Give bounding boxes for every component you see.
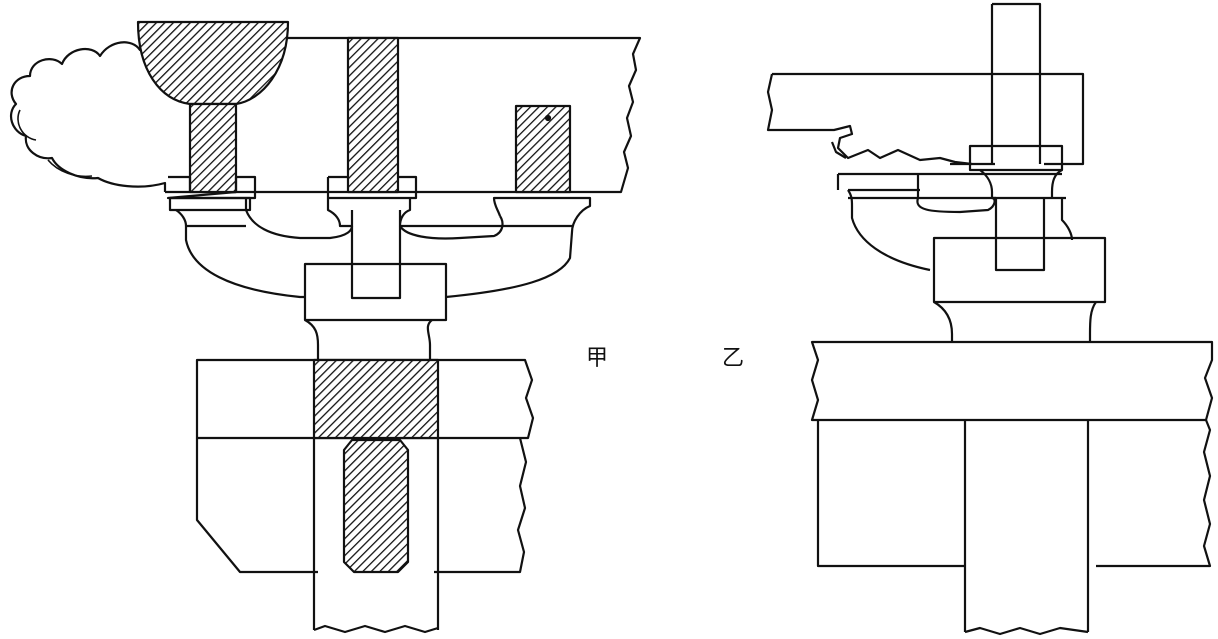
top-beam bbox=[140, 36, 642, 194]
cloud-ornament bbox=[9, 41, 167, 192]
round-member bbox=[136, 20, 290, 106]
main-beam-yi bbox=[810, 340, 1214, 422]
lower-bearing-block bbox=[303, 262, 448, 322]
right-block bbox=[514, 104, 572, 194]
upper-beam bbox=[772, 72, 1085, 166]
left-post bbox=[188, 102, 238, 194]
upper-post bbox=[990, 2, 1042, 164]
drawing-jia bbox=[9, 20, 642, 634]
label-jia: 甲 bbox=[586, 346, 609, 371]
lower-tenon bbox=[342, 438, 410, 574]
drawing-yi bbox=[766, 2, 1214, 636]
lower-beam bbox=[195, 358, 535, 440]
bracket-arm bbox=[175, 209, 305, 299]
bearing-block-yi bbox=[932, 236, 1107, 304]
centre-post bbox=[346, 36, 400, 194]
label-yi: 乙 bbox=[722, 346, 745, 371]
